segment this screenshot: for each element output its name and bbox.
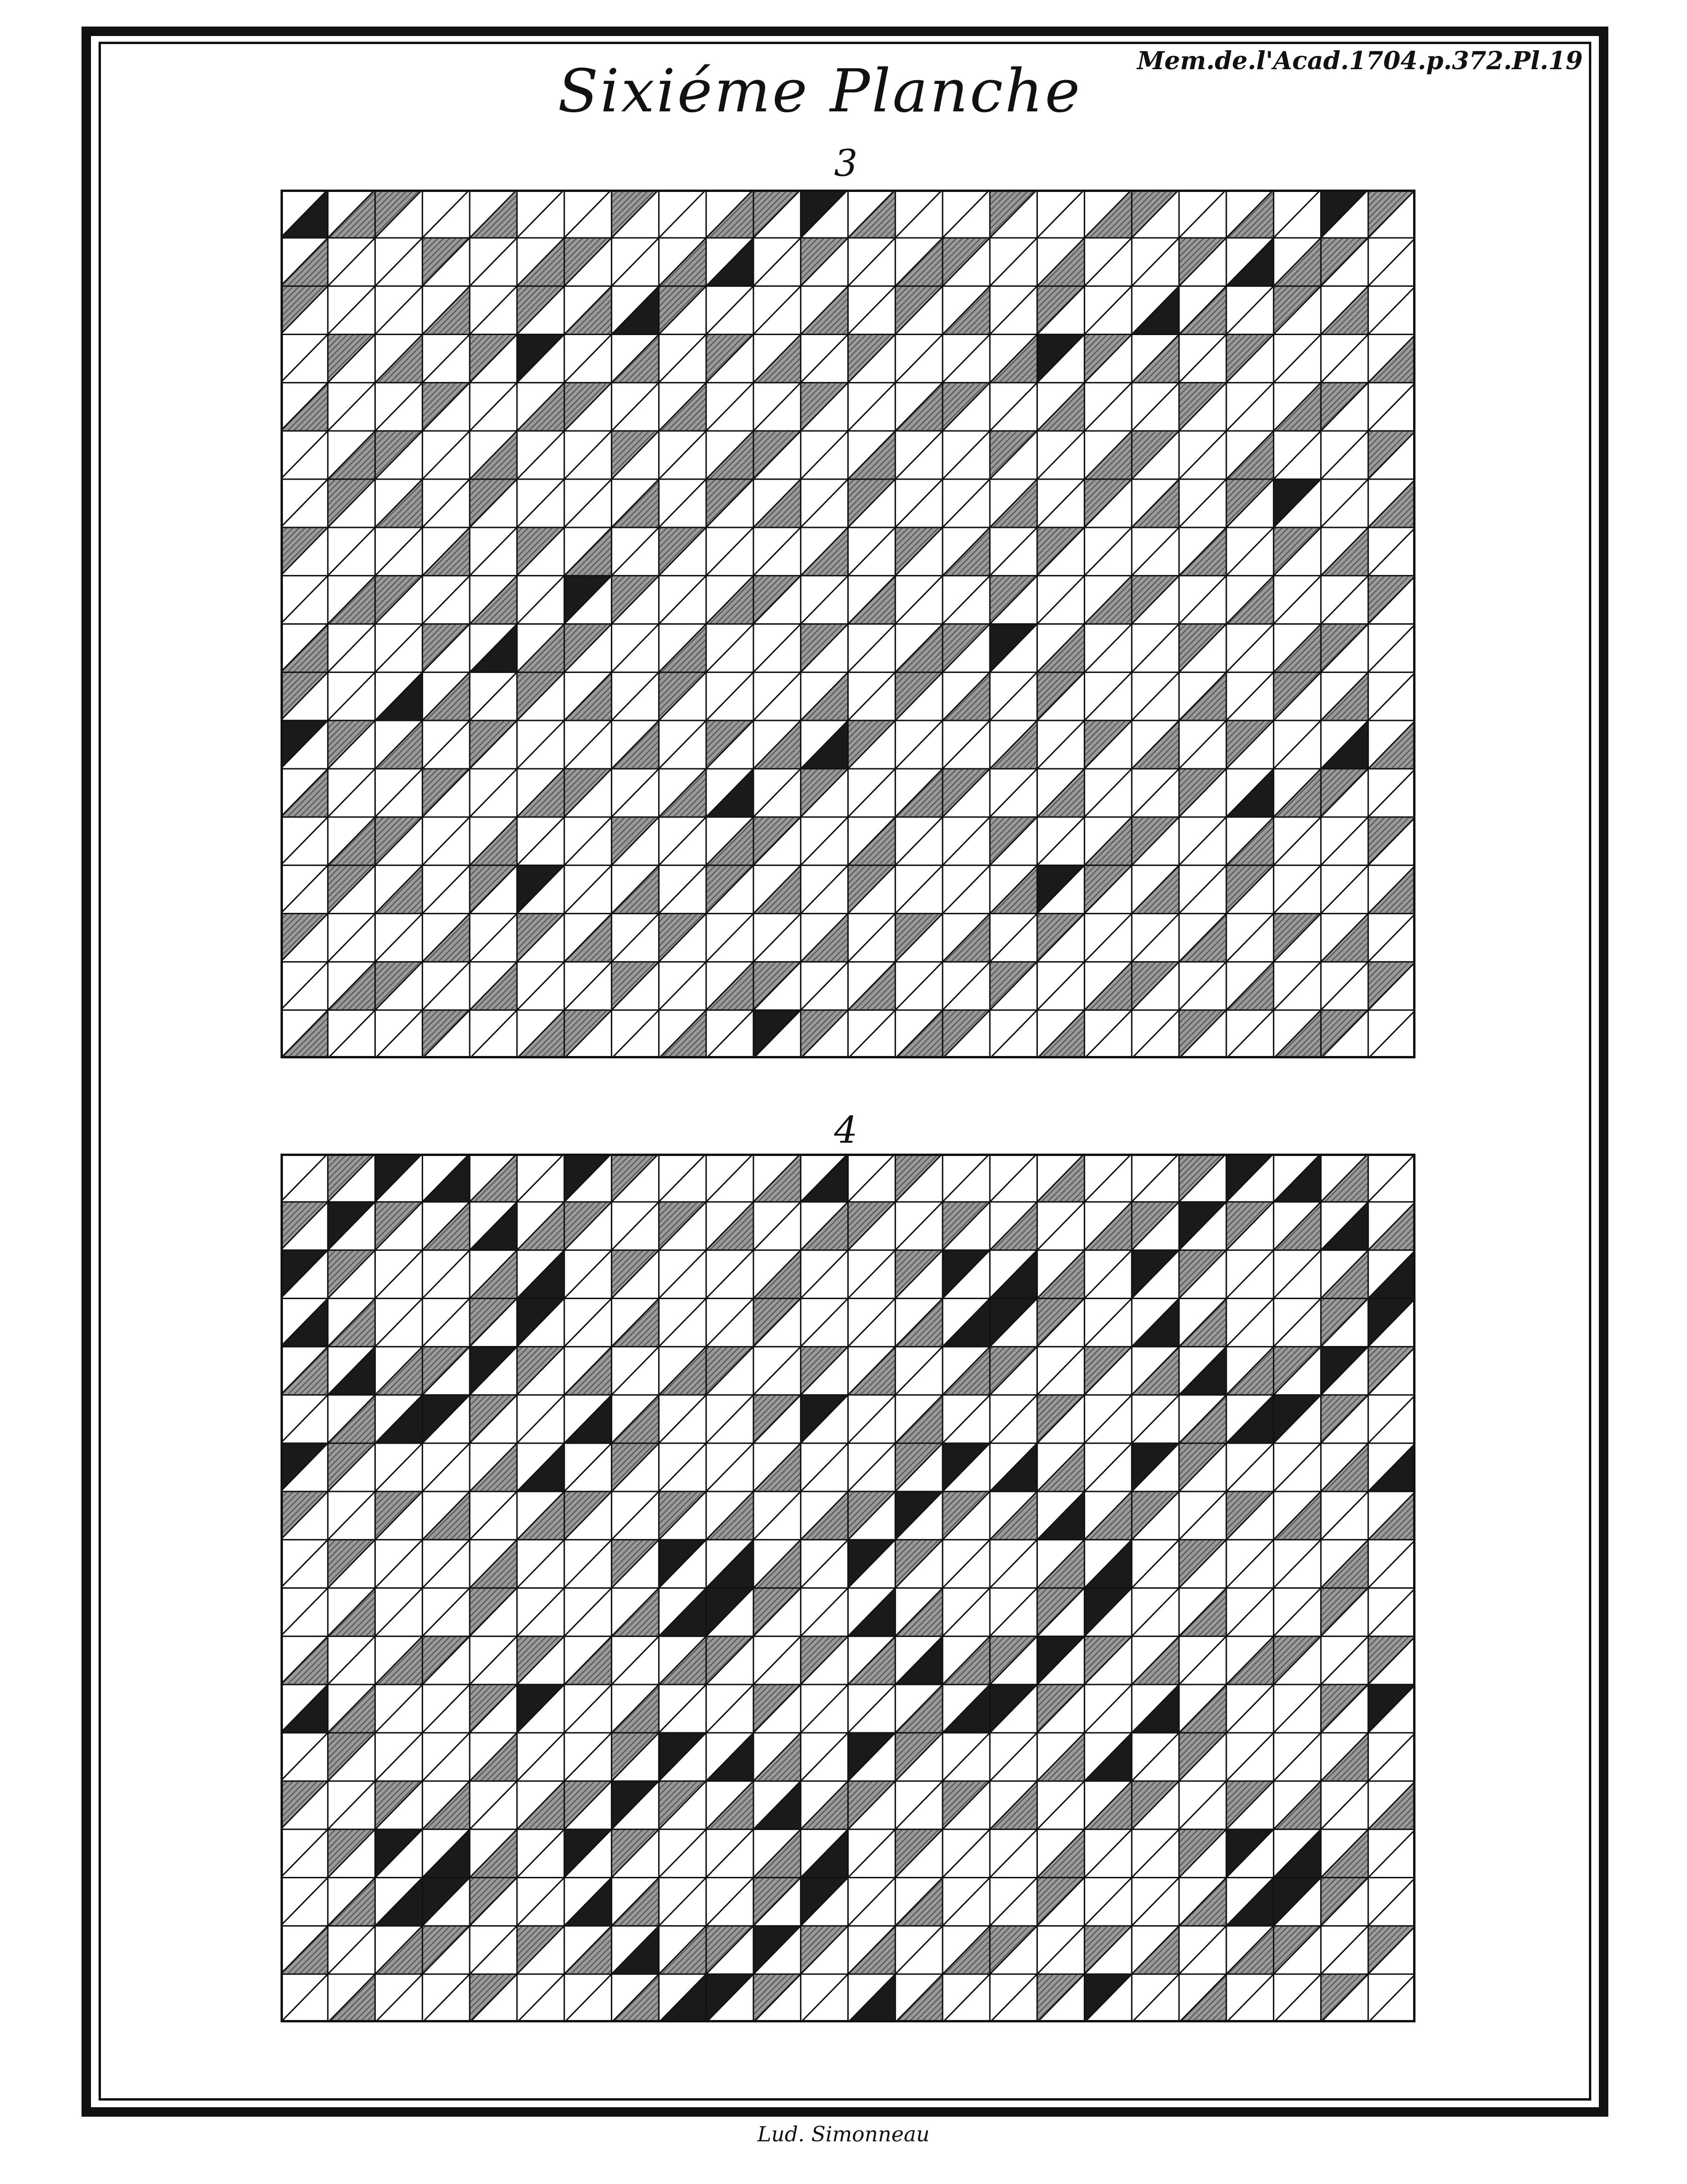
figure-4-tiling-svg xyxy=(281,1154,1415,2022)
figure-4-number: 4 xyxy=(798,1109,893,1152)
plate-title: Sixiéme Planche xyxy=(512,57,1128,126)
figure-3-number: 3 xyxy=(798,142,893,185)
figure-4-tiling xyxy=(281,1154,1415,2022)
plate-reference: Mem.de.l'Acad.1704.p.372.Pl.19 xyxy=(1090,46,1583,75)
engraver-signature: Lud. Simonneau xyxy=(701,2122,986,2147)
figure-3-tiling xyxy=(281,190,1415,1058)
figure-3-tiling-svg xyxy=(281,190,1415,1058)
